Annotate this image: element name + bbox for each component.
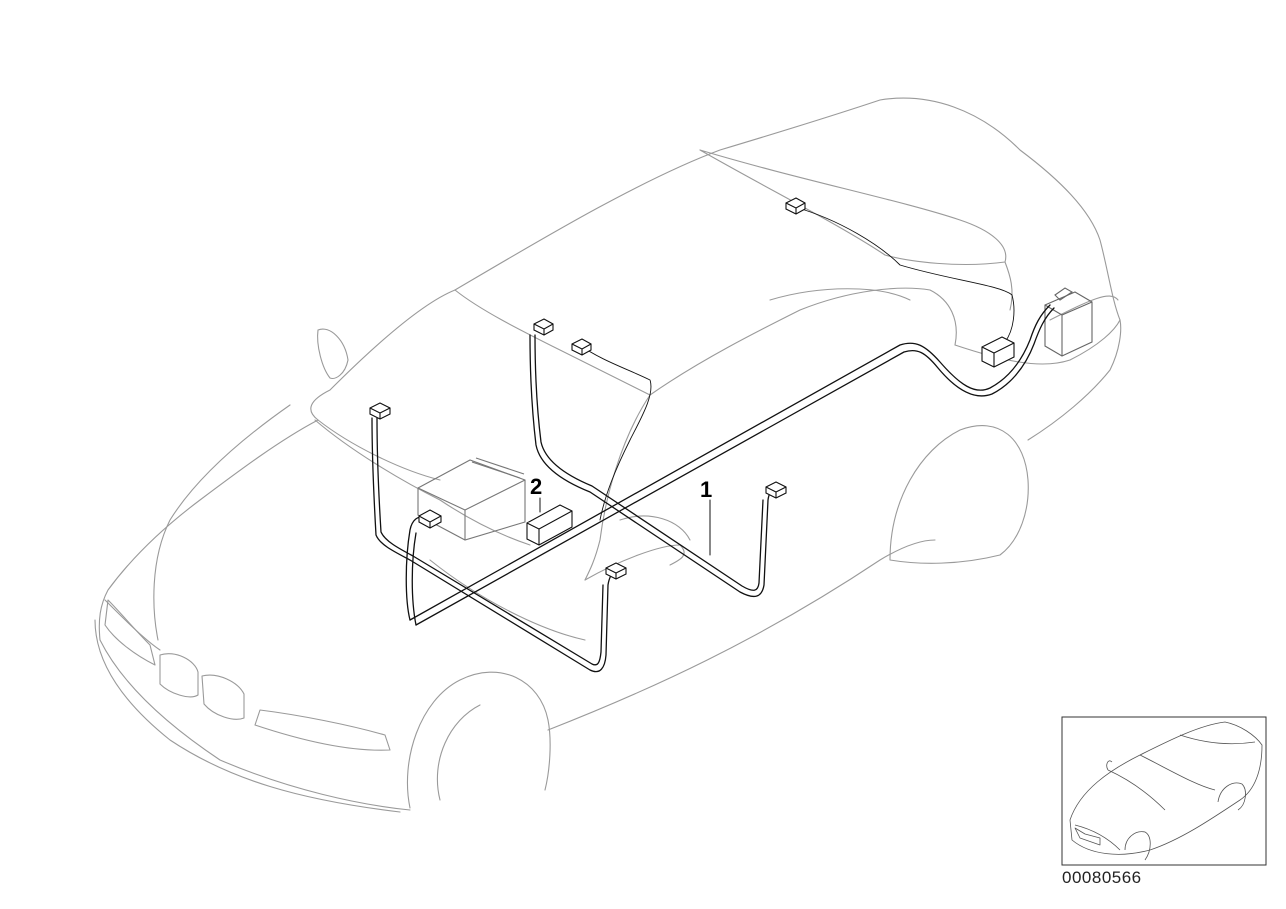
connectors (369, 197, 1015, 580)
connector (765, 481, 787, 499)
control-unit (417, 457, 526, 541)
car-outline (94, 97, 1122, 813)
thumbnail-inset (1061, 716, 1267, 866)
callout-1: 1 (700, 477, 712, 502)
module-2 (526, 504, 573, 546)
rear-connector-box (981, 336, 1015, 368)
connector (785, 197, 806, 215)
trunk-module (1044, 287, 1093, 357)
document-number: 00080566 (1062, 868, 1142, 887)
connector (533, 318, 554, 336)
connector (418, 509, 442, 529)
wiring-harness (371, 206, 1055, 673)
callout-2: 2 (530, 474, 542, 499)
connector (605, 562, 627, 580)
connector (369, 402, 391, 420)
connector (571, 338, 592, 356)
